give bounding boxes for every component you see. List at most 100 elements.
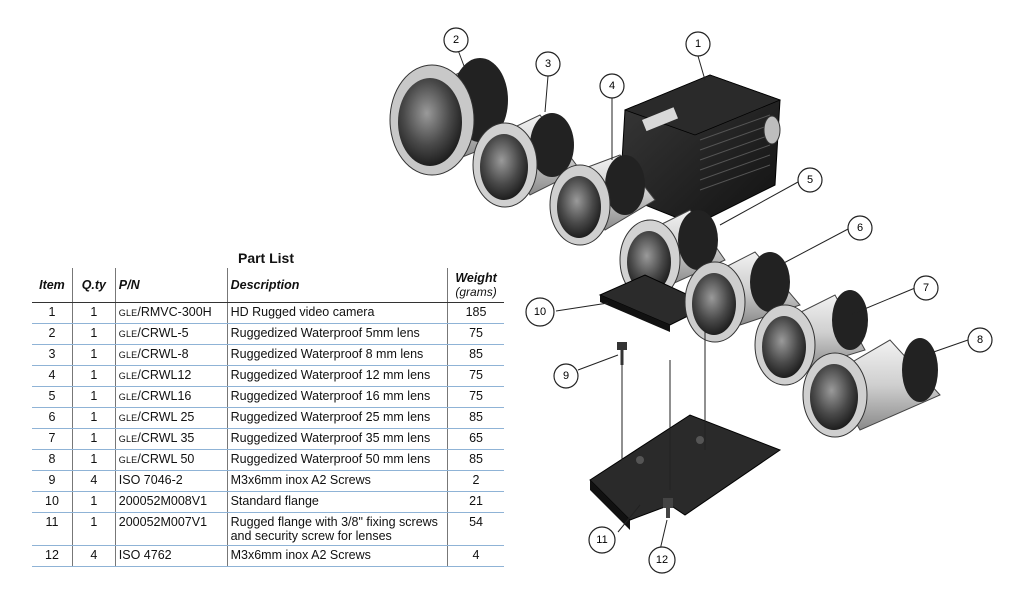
screw-9 [617,342,627,365]
cell-pn: GLE/CRWL16 [114,386,228,408]
weight-unit: (grams) [455,285,497,299]
cell-qty: 1 [71,365,116,387]
cell-weight: 85 [447,344,504,366]
cell-description: Ruggedized Waterproof 16 mm lens [226,386,448,408]
cell-pn: 200052M007V1 [114,512,228,546]
cell-pn: GLE/CRWL 35 [114,428,228,450]
cell-item: 6 [32,407,73,429]
cell-qty: 4 [71,470,116,492]
cell-item: 9 [32,470,73,492]
cell-weight: 4 [447,545,504,567]
pn-prefix: GLE [118,434,138,444]
cell-qty: 1 [71,302,116,324]
cell-description: Ruggedized Waterproof 50 mm lens [226,449,448,471]
callout-7: 7 [913,275,939,301]
cell-description: Standard flange [226,491,448,513]
cell-item: 10 [32,491,73,513]
cell-description: Ruggedized Waterproof 12 mm lens [226,365,448,387]
callout-9: 9 [553,363,579,389]
cell-pn: 200052M008V1 [114,491,228,513]
svg-text:9: 9 [563,370,569,382]
header-item: Item [32,268,73,303]
cell-weight: 75 [447,323,504,345]
cell-description: Ruggedized Waterproof 8 mm lens [226,344,448,366]
pn-number: 200052M007V1 [118,515,208,529]
pn-number: /CRWL12 [137,368,192,382]
cell-item: 4 [32,365,73,387]
pn-prefix: GLE [118,413,138,423]
cell-qty: 1 [71,512,116,546]
cell-pn: GLE/CRWL-8 [114,344,228,366]
header-description: Description [226,268,448,303]
svg-text:2: 2 [453,34,459,46]
cell-qty: 1 [71,386,116,408]
cell-pn: GLE/CRWL-5 [114,323,228,345]
cell-weight: 54 [447,512,504,546]
part-list-table: Item Q.ty P/N Description Weight (grams)… [32,268,504,567]
cell-pn: GLE/CRWL12 [114,365,228,387]
cell-item: 2 [32,323,73,345]
part-list-title: Part List [237,250,294,266]
pn-number: /CRWL 35 [137,431,195,445]
callout-10: 10 [525,297,555,327]
pn-number: /CRWL-5 [137,326,189,340]
cell-item: 12 [32,545,73,567]
cell-item: 7 [32,428,73,450]
weight-label: Weight [455,271,497,285]
pn-prefix: GLE [118,329,138,339]
lens-50mm [802,338,941,438]
cell-pn: GLE/CRWL 25 [114,407,228,429]
cell-pn: GLE/CRWL 50 [114,449,228,471]
cell-weight: 75 [447,365,504,387]
rugged-flange [589,414,782,530]
cell-qty: 1 [71,428,116,450]
cell-description: Ruggedized Waterproof 25 mm lens [226,407,448,429]
lens-12mm [549,154,656,246]
svg-text:8: 8 [977,334,983,346]
leader-lines [457,49,969,551]
cell-qty: 1 [71,491,116,513]
cell-weight: 185 [447,302,504,324]
header-weight: Weight (grams) [447,268,504,303]
svg-text:5: 5 [807,174,813,186]
cell-qty: 1 [71,407,116,429]
exploded-assembly-diagram: 1 2 3 4 5 6 7 8 9 10 11 12 [389,27,993,574]
pn-prefix: GLE [118,350,138,360]
callout-2: 2 [443,27,469,53]
cell-weight: 65 [447,428,504,450]
pn-prefix: GLE [118,455,138,465]
lens-35mm [754,290,868,386]
callout-3: 3 [535,51,561,77]
svg-text:4: 4 [609,80,615,92]
cell-item: 5 [32,386,73,408]
alignment-lines [621,330,706,490]
svg-text:12: 12 [656,554,668,566]
svg-text:11: 11 [596,534,607,546]
pn-number: ISO 4762 [118,548,172,562]
cell-qty: 1 [71,449,116,471]
cell-item: 8 [32,449,73,471]
cell-description: Ruggedized Waterproof 5mm lens [226,323,448,345]
svg-text:10: 10 [534,306,546,318]
cell-description: Rugged flange with 3/8" fixing screws an… [226,512,448,546]
svg-text:7: 7 [923,282,929,294]
cell-pn: ISO 4762 [114,545,228,567]
cell-weight: 2 [447,470,504,492]
svg-text:1: 1 [695,38,701,50]
cell-pn: GLE/RMVC-300H [114,302,228,324]
pn-number: /CRWL16 [137,389,192,403]
pn-number: /CRWL-8 [137,347,189,361]
callout-5: 5 [797,167,823,193]
